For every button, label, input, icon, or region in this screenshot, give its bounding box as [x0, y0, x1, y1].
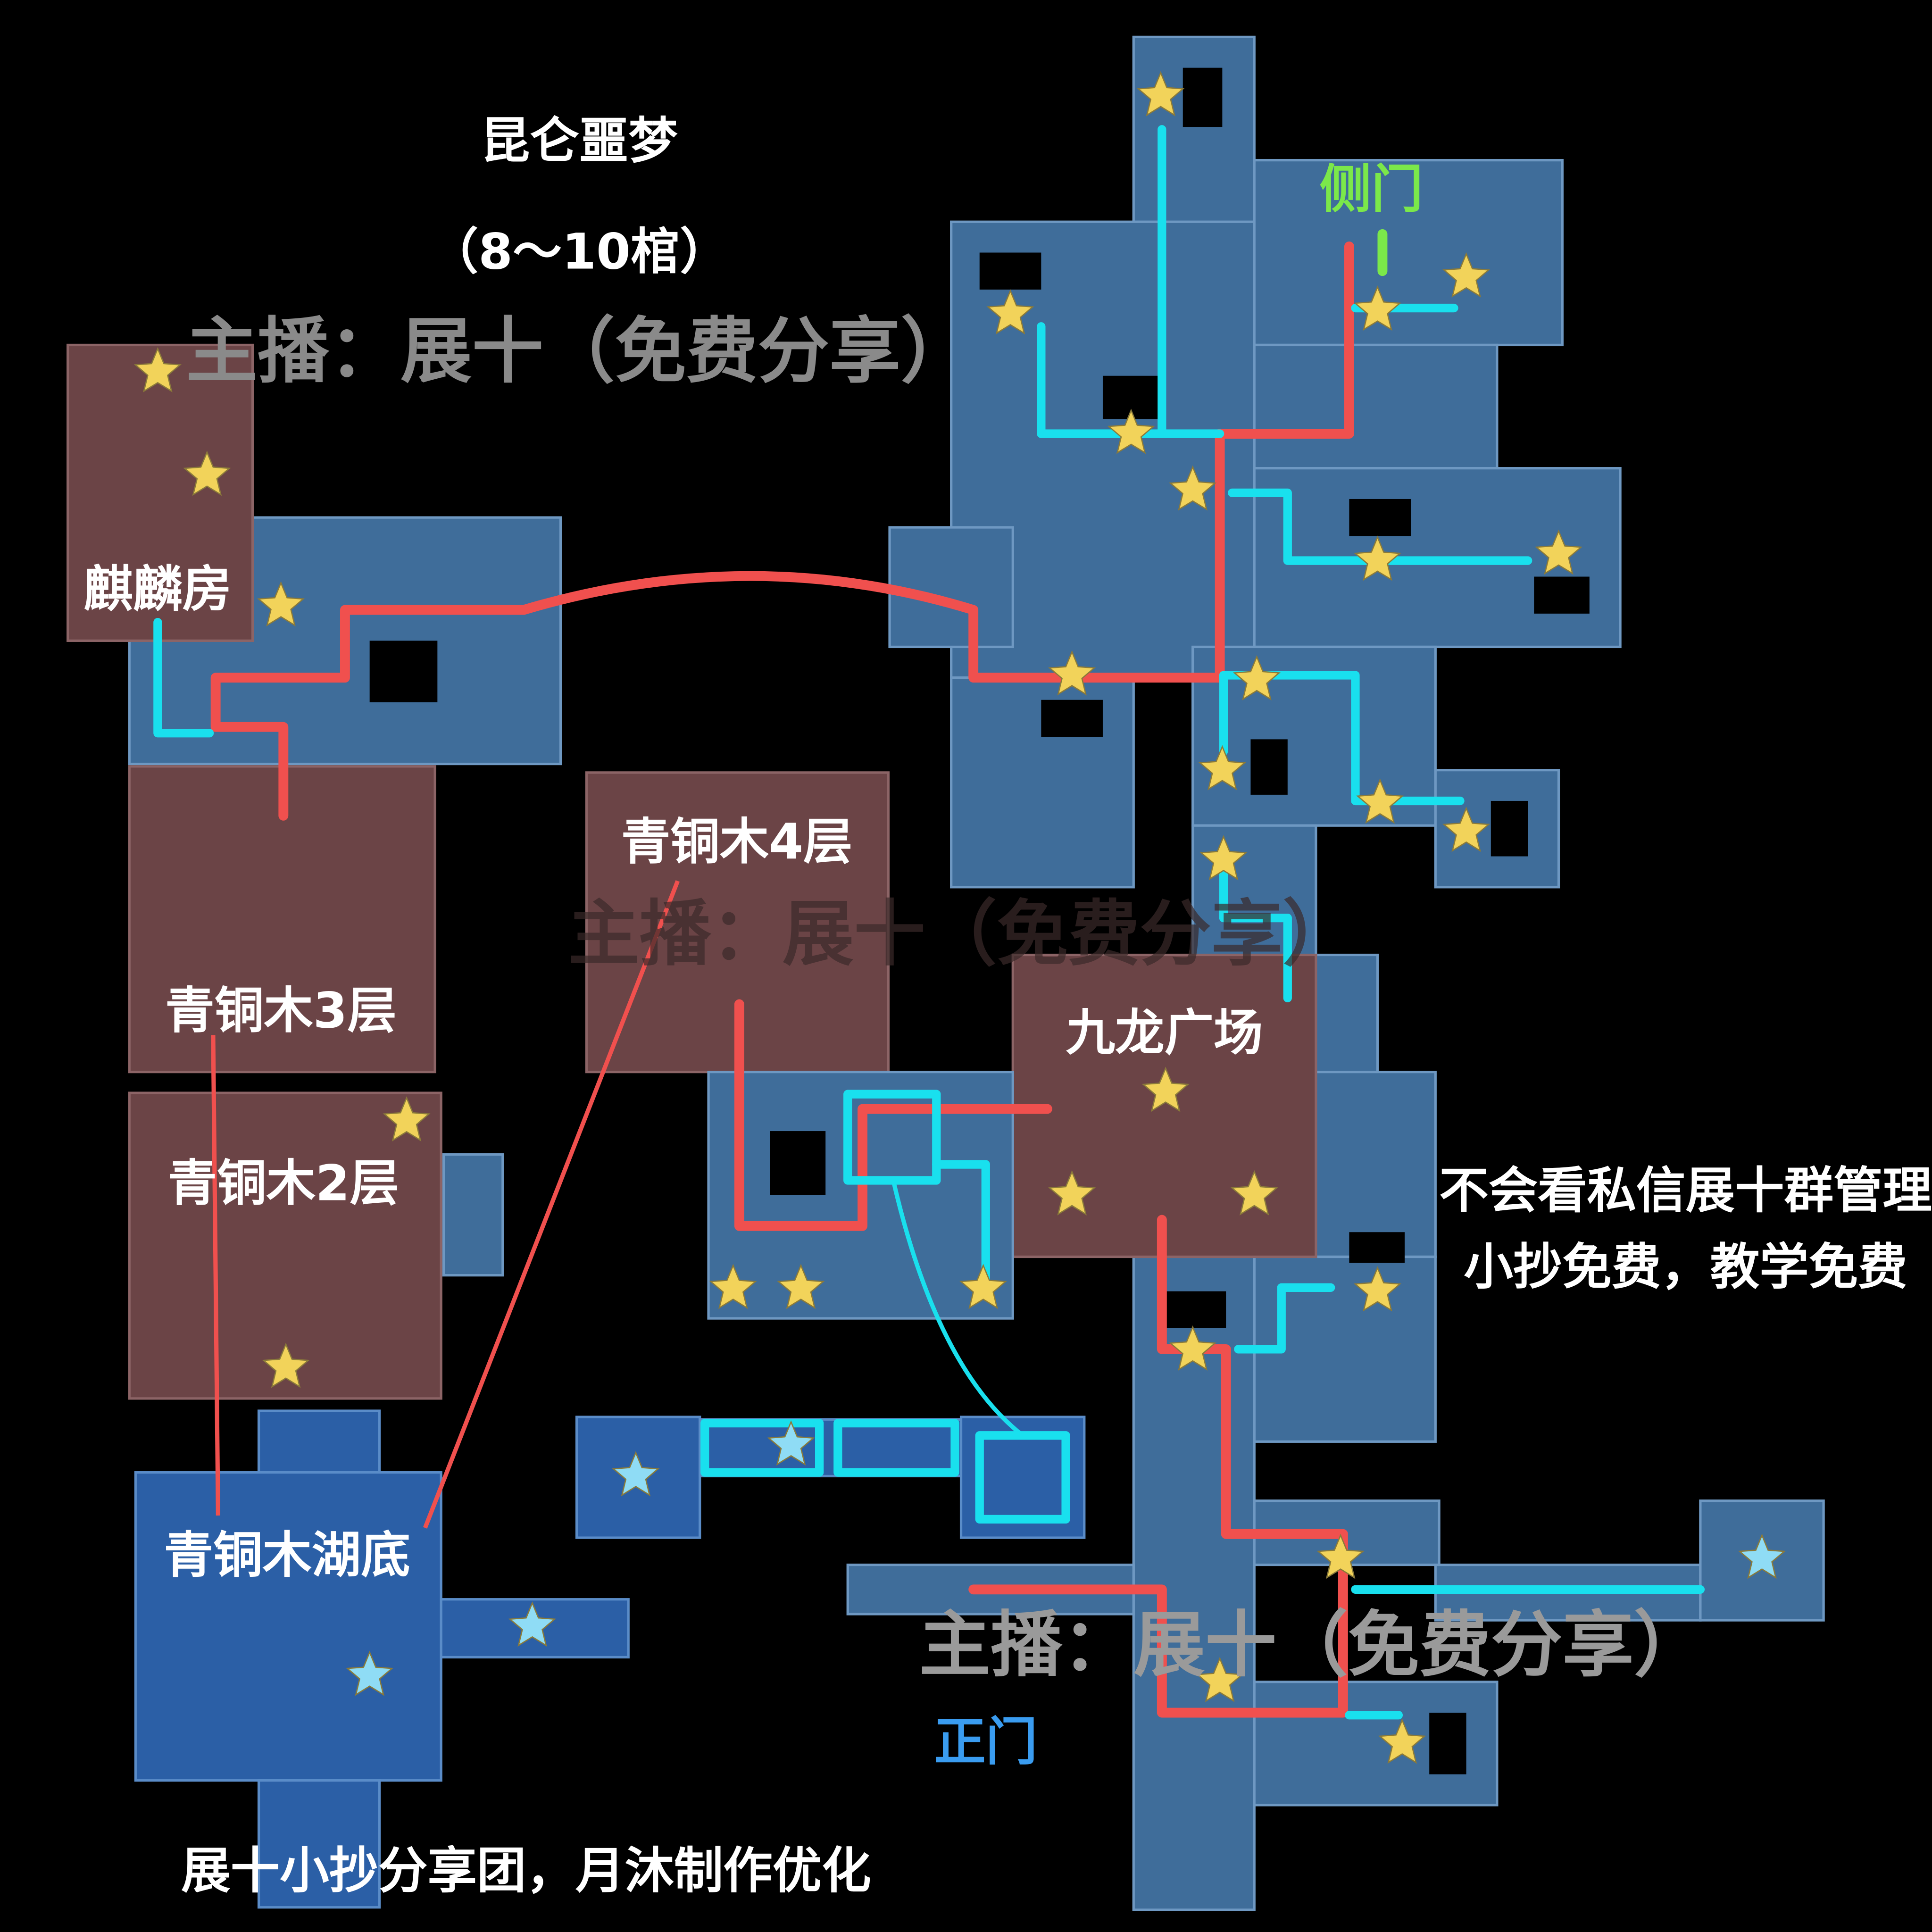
star-icon	[1169, 465, 1217, 511]
room-label-bronze3: 青铜木3层	[165, 982, 397, 1040]
star-icon	[262, 1342, 310, 1388]
watermark-bottom: 主播：展十（免费分享）	[919, 1603, 1706, 1687]
star-icon	[986, 289, 1034, 335]
room-label-bronze2: 青铜木2层	[168, 1154, 400, 1212]
room-label-bronze4: 青铜木4层	[621, 813, 853, 871]
star-icon	[1353, 535, 1402, 581]
star-icon	[1048, 1170, 1096, 1216]
star-icon	[183, 450, 231, 496]
room-label-jiulong: 九龙广场	[1066, 1004, 1263, 1062]
star-icon	[1048, 650, 1096, 696]
star-icon	[1356, 778, 1404, 824]
watermark-top: 主播：展十（免费分享）	[186, 309, 973, 393]
star-icon	[1442, 807, 1491, 852]
star-icon	[1137, 71, 1185, 117]
star-icon	[767, 1420, 815, 1466]
star-icon	[383, 1096, 431, 1142]
footer-credit: 展十小抄分享团，月沐制作优化	[181, 1842, 871, 1899]
star-icon	[1196, 1657, 1244, 1702]
room-label-bronze-lake: 青铜木湖底	[164, 1526, 410, 1584]
star-icon	[1232, 655, 1281, 700]
star-icon	[257, 581, 305, 627]
star-icon	[777, 1264, 825, 1309]
star-icon	[1738, 1533, 1786, 1579]
star-icon	[1316, 1533, 1365, 1579]
star-icon	[133, 347, 182, 392]
star-icon	[709, 1264, 757, 1309]
notice-line-1: 不会看私信展十群管理	[1439, 1162, 1932, 1219]
star-icon	[1198, 745, 1246, 791]
star-icon	[1199, 835, 1248, 881]
star-icon	[508, 1601, 557, 1647]
red-route	[210, 242, 1354, 1718]
star-icon	[612, 1451, 660, 1497]
star-icon	[1107, 408, 1155, 454]
side-door-label: 侧门	[1320, 159, 1423, 219]
star-icon	[1442, 252, 1491, 298]
star-icon	[1141, 1066, 1190, 1112]
notice-line-2: 小抄免费，教学免费	[1464, 1238, 1907, 1296]
main-door-label: 正门	[934, 1711, 1037, 1772]
star-icon	[1169, 1325, 1217, 1371]
star-icon	[959, 1264, 1008, 1309]
star-icon	[1353, 1266, 1402, 1312]
coffin-count: （8～10棺）	[429, 223, 729, 280]
star-icon	[1230, 1170, 1278, 1216]
star-icon	[1534, 529, 1583, 575]
star-markers	[133, 71, 1786, 1764]
star-icon	[1378, 1718, 1426, 1764]
room-label-qilin: 麒麟房	[84, 560, 232, 618]
map-title: 昆仑噩梦	[481, 112, 678, 169]
star-icon	[346, 1650, 394, 1696]
star-icon	[1353, 285, 1402, 331]
watermark-middle: 主播：展十（免费分享）	[568, 892, 1354, 975]
